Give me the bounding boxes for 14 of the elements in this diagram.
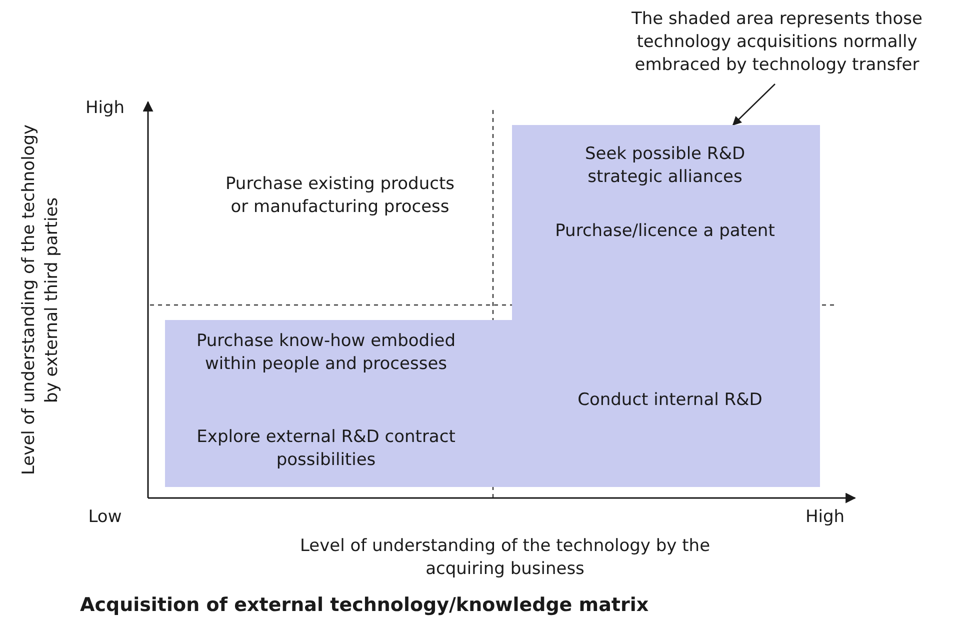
quadrant-text: Purchase know-how embodied within people and processes (195, 330, 457, 376)
quadrant-text: Conduct internal R&D (576, 389, 764, 412)
leader-line (732, 84, 776, 126)
quadrant-text: Explore external R&D contract possibilities (196, 426, 456, 472)
axis-title: Level of understanding of the technology by the acquiring business (298, 535, 712, 581)
axis-tick-label: High (84, 97, 126, 120)
quadrant-text: Purchase existing products or manufacturing process (224, 173, 456, 219)
quadrant-text: Seek possible R&D strategic alliances (584, 143, 746, 189)
axis-tick-label: Low (87, 506, 123, 529)
annotation-note: The shaded area represents those technology acquisitions normally embraced by technology transfer (630, 8, 924, 77)
quadrant-text: Purchase/licence a patent (554, 220, 776, 243)
diagram-title: Acquisition of external technology/knowledge matrix (80, 594, 649, 616)
axis-title: Level of understanding of the technology by external third parties (18, 124, 63, 478)
axis-tick-label: High (804, 506, 846, 529)
